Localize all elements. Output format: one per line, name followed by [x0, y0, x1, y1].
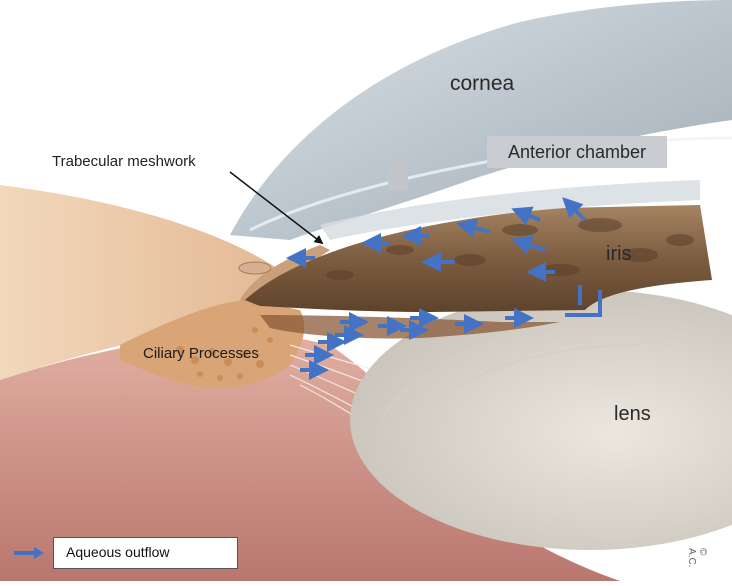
anterior-chamber-label: Anterior chamber — [487, 136, 667, 168]
legend-label: Aqueous outflow — [66, 544, 170, 560]
ciliary-processes-label: Ciliary Processes — [143, 345, 259, 362]
trabecular-meshwork-label: Trabecular meshwork — [52, 153, 196, 170]
legend: Aqueous outflow — [53, 537, 238, 569]
lens-label: lens — [614, 403, 651, 426]
iris-label: iris — [606, 243, 632, 266]
legend-arrow-icon — [12, 546, 46, 560]
cornea-label: cornea — [450, 72, 514, 96]
copyright-mark: © A.C. — [686, 548, 708, 572]
cornea-marker — [388, 160, 408, 190]
